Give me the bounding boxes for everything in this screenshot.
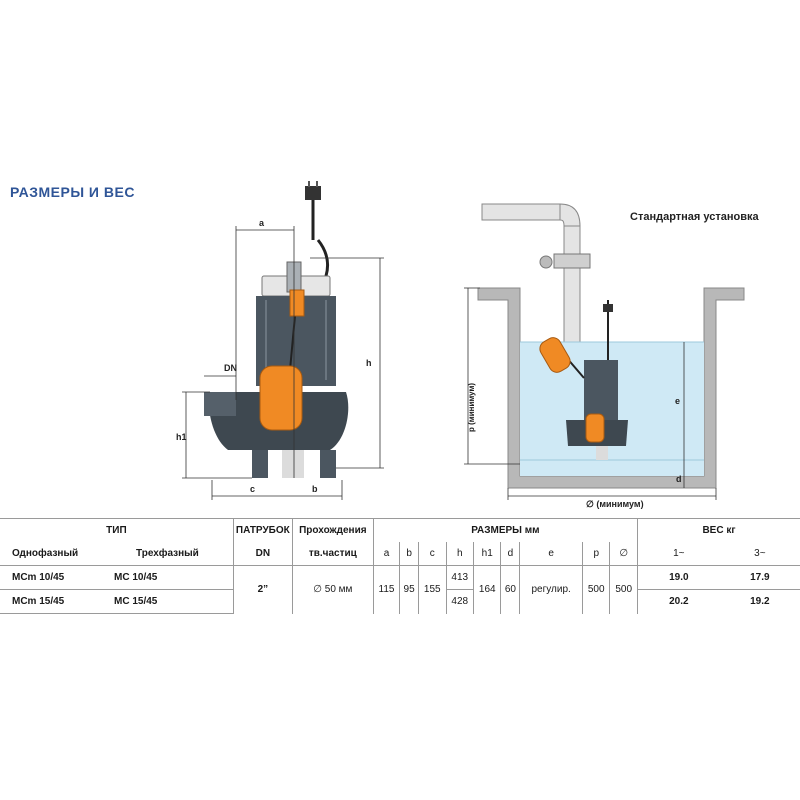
single-phase-header: Однофазный xyxy=(0,542,102,566)
col-d: d xyxy=(500,542,520,566)
weight-header: ВЕС кг xyxy=(636,518,800,542)
model-single: MCm 15/45 xyxy=(0,589,102,614)
cell-p: 500 xyxy=(581,565,610,614)
cell-diameter: 500 xyxy=(609,565,638,614)
pump-dimension-drawing: a h h1 DN c b xyxy=(176,181,384,500)
standard-installation-label: Стандартная установка xyxy=(630,211,759,223)
passage-header-1: Прохождения xyxy=(291,518,374,542)
dim-h-label: h xyxy=(366,358,372,368)
cell-h: 428 xyxy=(445,589,474,614)
outlet-dn xyxy=(204,392,236,416)
dim-h1-label: h1 xyxy=(176,432,187,442)
col-b: b xyxy=(399,542,419,566)
col-h1: h1 xyxy=(472,542,501,566)
model-three: MC 10/45 xyxy=(114,572,158,583)
pump-body xyxy=(256,296,336,386)
cell-weight-1ph: 19.0 xyxy=(636,565,720,590)
dim-d-label: d xyxy=(676,474,682,484)
cell-weight-3ph: 17.9 xyxy=(750,572,770,583)
technical-drawing: a h h1 DN c b xyxy=(176,181,745,509)
dim-a-label: a xyxy=(259,218,265,228)
col-p: p xyxy=(581,542,610,566)
col-e: e xyxy=(519,542,583,566)
valve xyxy=(553,253,591,269)
plug-icon xyxy=(305,186,321,200)
cell-dn: 2” xyxy=(232,565,293,614)
col-weight-1ph: 1~ xyxy=(636,542,720,566)
installation-drawing: p (минимум) e d ∅ (минимум) xyxy=(464,203,745,509)
spec-table: ТИП ПАТРУБОК Прохождения РАЗМЕРЫ мм ВЕС … xyxy=(0,518,800,614)
cell-weight-1ph: 20.2 xyxy=(636,589,720,614)
dim-diameter-label: ∅ (минимум) xyxy=(586,499,644,509)
col-a: a xyxy=(372,542,400,566)
cell-a: 115 xyxy=(372,565,400,614)
three-phase-header: Трехфазный xyxy=(102,542,234,566)
discharge-pipe xyxy=(481,203,561,221)
dim-c-label: c xyxy=(250,484,255,494)
type-header: ТИП xyxy=(0,518,234,542)
col-c: c xyxy=(418,542,447,566)
outlet-header: ПАТРУБОК xyxy=(232,518,293,542)
cell-h: 413 xyxy=(445,565,474,590)
power-cable xyxy=(316,239,330,277)
dim-b-label: b xyxy=(312,484,318,494)
page-title: РАЗМЕРЫ И ВЕС xyxy=(10,184,135,200)
float-switch xyxy=(259,365,303,431)
cell-b: 95 xyxy=(399,565,419,614)
table-row: MCm 15/45 MC 15/45 428 20.2 19.2 xyxy=(0,589,800,614)
cell-d: 60 xyxy=(500,565,520,614)
cell-c: 155 xyxy=(418,565,447,614)
model-single: MCm 10/45 xyxy=(12,572,65,583)
level-float xyxy=(539,337,571,373)
dim-dn-label: DN xyxy=(224,363,237,373)
cell-passage: ∅ 50 мм xyxy=(291,565,374,614)
outlet-sub-header: DN xyxy=(232,542,293,566)
col-diameter: ∅ xyxy=(609,542,638,566)
cell-weight-3ph: 19.2 xyxy=(719,589,800,614)
dimensions-header: РАЗМЕРЫ мм xyxy=(372,518,638,542)
col-weight-3ph: 3~ xyxy=(719,542,800,566)
cell-h1: 164 xyxy=(472,565,501,614)
table-row: MCm 10/45 MC 10/45 2” ∅ 50 мм 115 95 155… xyxy=(0,565,800,614)
cell-e: регулир. xyxy=(519,565,583,614)
passage-header-2: тв.частиц xyxy=(291,542,374,566)
dim-e-label: e xyxy=(675,396,680,406)
model-three: MC 15/45 xyxy=(102,589,234,614)
dim-p-label: p (минимум) xyxy=(467,383,476,432)
col-h: h xyxy=(445,542,474,566)
